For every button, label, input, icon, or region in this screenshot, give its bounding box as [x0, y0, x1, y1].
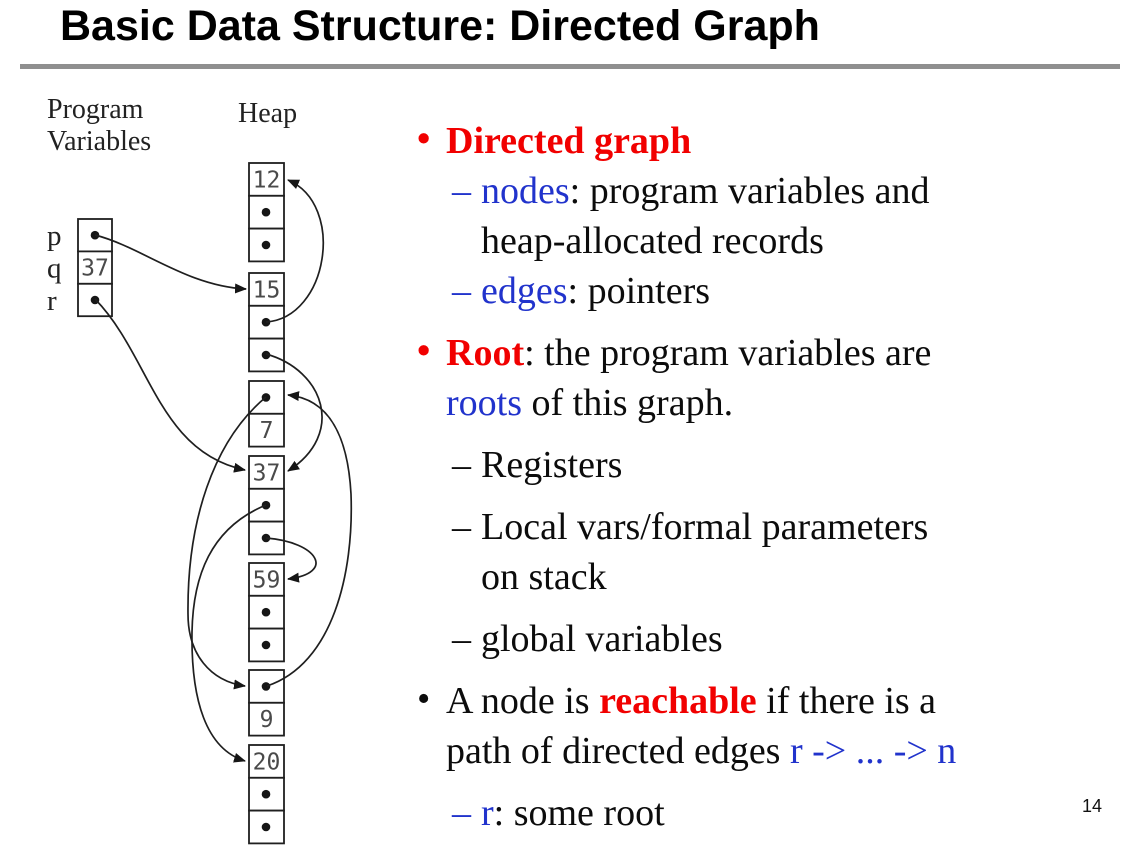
record-cell	[248, 412, 285, 448]
bullet-directed-graph: • Directed graph	[413, 116, 1133, 166]
edge-record-7-field-to-record-9	[187, 396, 267, 690]
cell-value: 15	[253, 277, 281, 303]
registers-text: Registers	[481, 444, 623, 486]
pointer-dot	[261, 240, 271, 250]
path-expression: r -> ... -> n	[789, 730, 957, 772]
bullet-text-panel: • Directed graph – nodes: program variab…	[413, 116, 1133, 838]
cell-value: 37	[253, 460, 281, 486]
subbullet-nodes-cont: heap-allocated records	[413, 216, 1133, 266]
heap-record-20: 20	[248, 744, 285, 845]
heap-record-9: 9	[248, 669, 285, 737]
root-text: : the program variables are	[524, 332, 932, 374]
subbullet-registers: – Registers	[413, 440, 1133, 490]
directed-graph-heading: Directed graph	[446, 120, 692, 162]
bullet-icon: •	[417, 118, 431, 160]
subbullet-local-vars-cont: on stack	[413, 552, 1133, 602]
edge-record-37-field-1-to-record-20	[191, 504, 267, 763]
heap-record-7: 7	[248, 380, 285, 448]
variable-cell	[77, 218, 113, 253]
cell-value: 9	[260, 707, 274, 733]
dash-icon: –	[452, 792, 471, 834]
subbullet-edges: – edges: pointers	[413, 266, 1133, 316]
dash-icon: –	[452, 618, 471, 660]
cell-value: 7	[260, 418, 274, 444]
cell-value: 12	[253, 167, 281, 193]
record-cell	[248, 162, 285, 197]
program-variables-label-line1: Program	[47, 94, 144, 125]
r-root-text: : some root	[493, 792, 665, 834]
edge-p-to-record-15	[94, 234, 247, 294]
root-heading: Root	[446, 332, 525, 374]
subbullet-local-vars: – Local vars/formal parameters	[413, 502, 1133, 552]
reachable-rest-text: if there is a	[756, 680, 937, 722]
subbullet-global-vars: – global variables	[413, 614, 1133, 664]
pointer-dot	[261, 607, 271, 617]
variable-row-r: r	[47, 282, 113, 318]
subbullet-r-root: – r: some root	[413, 788, 1133, 838]
diagram-boxes: 12 15 7 37 59 9 20 pq 37 r	[47, 162, 285, 845]
diagram-edges	[94, 179, 353, 763]
record-cell	[248, 272, 285, 307]
dash-icon: –	[452, 444, 471, 486]
pointer-dot	[261, 789, 271, 799]
page-number: 14	[1082, 796, 1103, 816]
path-pre-text: path of directed edges	[446, 730, 790, 772]
heap-pointer-diagram: Program Variables Heap 12 15 7 37 59 9 20 pq 37 r	[47, 94, 353, 845]
heap-record-37: 37	[248, 455, 285, 556]
edge-r-to-record-37	[94, 298, 246, 473]
cell-value: 20	[253, 749, 281, 775]
pointer-dot	[261, 317, 271, 327]
subbullet-nodes: – nodes: program variables and	[413, 166, 1133, 216]
cell-value: 59	[253, 567, 281, 593]
title-rule	[20, 64, 1120, 69]
edge-record-15-field-1-to-record-12	[265, 179, 325, 323]
variable-name: r	[47, 285, 57, 317]
heap-record-15: 15	[248, 272, 285, 373]
edge-record-15-field-2-to-record-37	[265, 353, 323, 472]
edge-record-9-field-to-record-7	[266, 391, 353, 687]
reachable-pre-text: A node is	[446, 680, 600, 722]
reachable-heading: reachable	[599, 680, 757, 722]
bullet-reachable-cont: path of directed edges r -> ... -> n	[413, 726, 1133, 776]
heap-record-59: 59	[248, 562, 285, 663]
program-variables-label-line2: Variables	[47, 126, 151, 157]
variable-row-p: p	[47, 218, 113, 253]
variable-name: p	[47, 220, 62, 252]
bullet-icon: •	[417, 678, 431, 720]
roots-term: roots	[446, 382, 522, 424]
slide-title: Basic Data Structure: Directed Graph	[60, 2, 820, 50]
record-cell	[248, 701, 285, 737]
heap-record-12: 12	[248, 162, 285, 263]
nodes-text: : program variables and	[569, 170, 930, 212]
pointer-dot	[261, 682, 271, 691]
pointer-dot	[261, 207, 271, 217]
bullet-root-cont: roots of this graph.	[413, 378, 1133, 428]
cell-value: 37	[81, 256, 109, 282]
dash-icon: –	[452, 270, 471, 312]
nodes-term: nodes	[481, 170, 570, 212]
record-cell	[248, 562, 285, 597]
pointer-dot	[261, 640, 271, 650]
local-vars-text: Local vars/formal parameters	[481, 506, 929, 548]
dash-icon: –	[452, 170, 471, 212]
dash-icon: –	[452, 506, 471, 548]
variable-row-q: q 37	[47, 250, 113, 285]
pointer-dot	[261, 822, 271, 832]
local-vars-text-cont: on stack	[481, 556, 607, 598]
edges-term: edges	[481, 270, 568, 312]
bullet-icon: •	[417, 330, 431, 372]
variable-name: q	[47, 253, 62, 285]
pointer-dot	[261, 350, 271, 360]
edges-text: : pointers	[567, 270, 711, 312]
nodes-text-cont: heap-allocated records	[481, 220, 824, 262]
roots-text: of this graph.	[522, 382, 734, 424]
edge-record-37-field-2-to-record-59	[265, 537, 317, 583]
global-vars-text: global variables	[481, 618, 723, 660]
r-term: r	[481, 792, 494, 834]
heap-label: Heap	[238, 98, 297, 129]
bullet-root: • Root: the program variables are	[413, 328, 1133, 378]
bullet-reachable: • A node is reachable if there is a	[413, 676, 1133, 726]
